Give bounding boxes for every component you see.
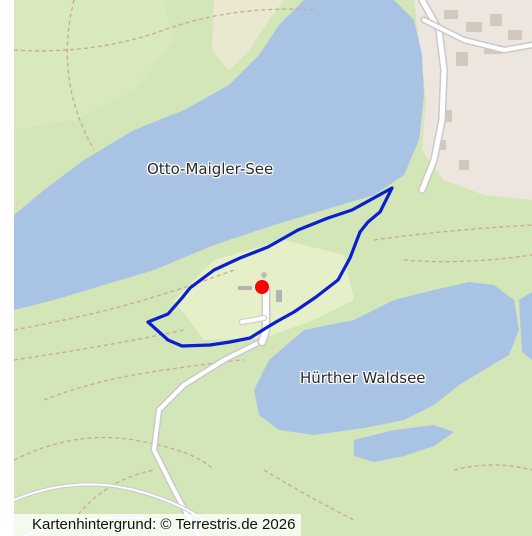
map-view[interactable]: Otto-Maigler-See Hürther Waldsee (14, 0, 532, 536)
building (444, 10, 458, 19)
lake-small-west (354, 425, 454, 462)
structure-dot (261, 272, 267, 278)
building (238, 286, 252, 290)
area-boundary-polygon[interactable] (146, 186, 394, 348)
footpaths (14, 0, 532, 521)
beach-area (212, 0, 284, 70)
meadow-area (14, 0, 174, 130)
lake-huerther-waldsee (254, 282, 519, 435)
lake-east-edge (519, 292, 532, 360)
building (459, 160, 469, 170)
building (466, 22, 482, 32)
building (276, 290, 282, 302)
building (508, 30, 522, 40)
building (442, 110, 452, 122)
building (490, 14, 502, 26)
lake-label-huerther-waldsee: Hürther Waldsee (300, 369, 426, 387)
building (456, 52, 468, 66)
lake-otto-maigler-see (14, 0, 424, 310)
map-canvas[interactable] (14, 0, 532, 536)
red-dot-marker-icon[interactable] (255, 280, 269, 294)
map-attribution: Kartenhintergrund: © Terrestris.de 2026 (14, 514, 302, 536)
lake-label-otto-maigler-see: Otto-Maigler-See (147, 160, 274, 178)
